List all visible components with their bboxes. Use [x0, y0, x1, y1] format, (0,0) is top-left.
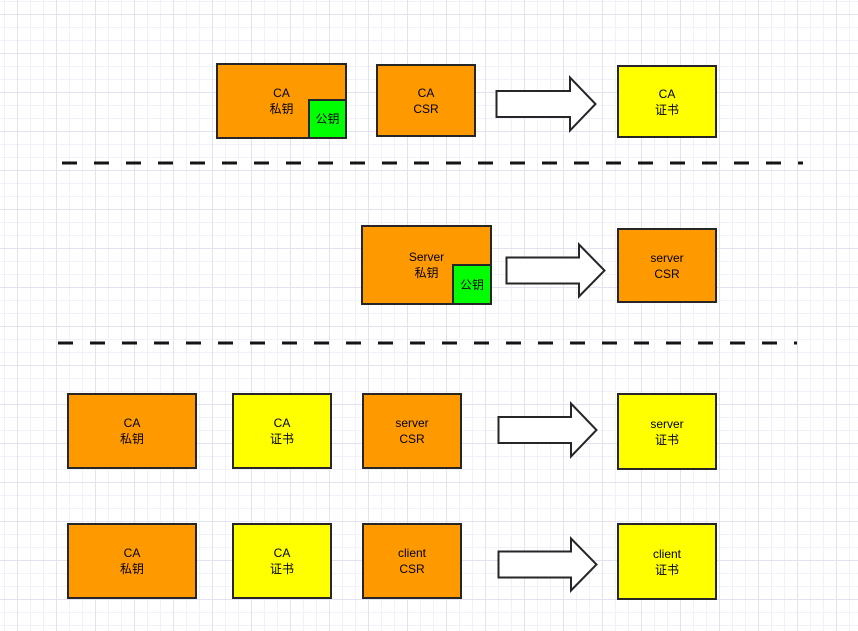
shape-label-line: server — [650, 416, 684, 431]
shape-label-line: 证书 — [654, 432, 679, 447]
shape-label-line: server — [650, 250, 684, 265]
shape-ca-certificate-3[interactable]: CA 证书 — [232, 523, 332, 599]
shape-label-line: 证书 — [269, 562, 294, 576]
shape-label-line: 私钥 — [119, 562, 144, 576]
shape-label-line: 私钥 — [269, 102, 294, 116]
shape-label-line: CSR — [399, 432, 425, 446]
shape-label-line: 私钥 — [414, 266, 439, 280]
shape-ca-certificate-2[interactable]: CA 证书 — [232, 393, 332, 469]
shape-ca-private-key-3[interactable]: CA 私钥 — [67, 523, 197, 599]
shape-label-line: CA — [658, 86, 676, 101]
shape-label-line: CA — [123, 546, 141, 560]
shape-label-line: server — [395, 416, 429, 430]
shape-server-public-key[interactable]: 公钥 — [452, 264, 492, 305]
shape-label-line: client — [652, 546, 681, 561]
shape-label-line: 公钥 — [315, 112, 340, 126]
shape-label-line: 证书 — [654, 102, 679, 117]
block-arrow-right-ca-sign[interactable] — [495, 75, 597, 133]
arrow-shape — [497, 401, 598, 459]
shape-label-line: CA — [273, 416, 291, 430]
shape-label-line: CA — [273, 546, 291, 560]
dashed-separator-2-line[interactable] — [58, 341, 797, 345]
shape-ca-private-key-2[interactable]: CA 私钥 — [67, 393, 197, 469]
shape-label-line: CSR — [413, 101, 439, 116]
shape-label-line: 证书 — [654, 562, 679, 577]
block-arrow-right-server-cert[interactable] — [497, 401, 598, 459]
shape-label-line: 私钥 — [119, 432, 144, 446]
block-arrow-right-server-csr[interactable] — [505, 242, 606, 299]
shape-label-line: Server — [408, 250, 445, 264]
shape-label-line: 公钥 — [459, 277, 484, 292]
shape-label-line: 证书 — [269, 432, 294, 446]
arrow-shape — [505, 242, 606, 299]
arrow-shape — [497, 536, 598, 593]
arrow-shape — [495, 75, 597, 133]
shape-label-line: CSR — [399, 562, 425, 576]
shape-label-line: CSR — [654, 266, 680, 281]
block-arrow-right-client-cert[interactable] — [497, 536, 598, 593]
shape-label-line: CA — [273, 86, 290, 100]
shape-label-line: CA — [123, 416, 141, 430]
shape-label-line: CA — [417, 85, 435, 100]
shape-ca-public-key[interactable]: 公钥 — [308, 99, 347, 139]
shape-label-line: client — [397, 546, 426, 560]
dashed-separator-1-line[interactable] — [62, 161, 803, 165]
